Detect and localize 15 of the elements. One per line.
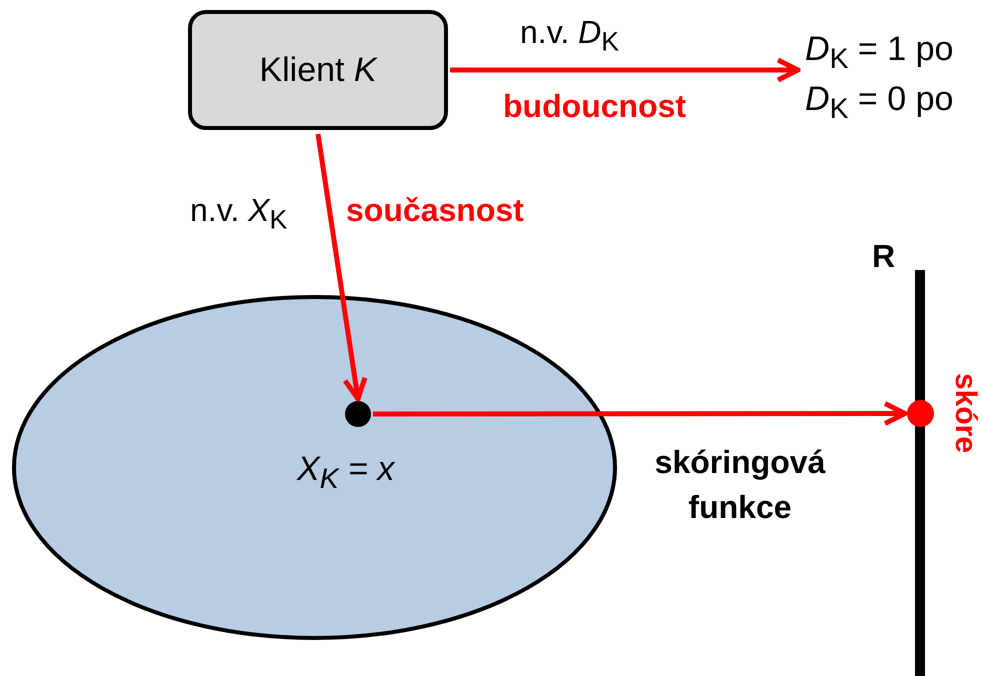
equation-text: D$_{K}$ = 1 po	[805, 30, 954, 76]
arrow	[450, 58, 800, 82]
equation-text: D$_{K}$ = 0 po	[805, 80, 954, 126]
time-label: současnost	[346, 192, 524, 229]
arrow	[316, 134, 368, 402]
edge-label: n.v. D$_{K}$	[520, 14, 619, 58]
time-label: budoucnost	[503, 88, 686, 125]
arrow	[373, 401, 908, 426]
edge-label: n.v. X$_{K}$	[190, 192, 288, 236]
axis-label: R	[872, 238, 896, 275]
point-marker	[907, 400, 934, 427]
edge-label: skóringová funkce	[654, 443, 826, 527]
point-label: X$_{K}$ = x	[297, 450, 394, 496]
score-label: skóre	[948, 372, 982, 454]
client-box: Klient K	[188, 10, 448, 130]
